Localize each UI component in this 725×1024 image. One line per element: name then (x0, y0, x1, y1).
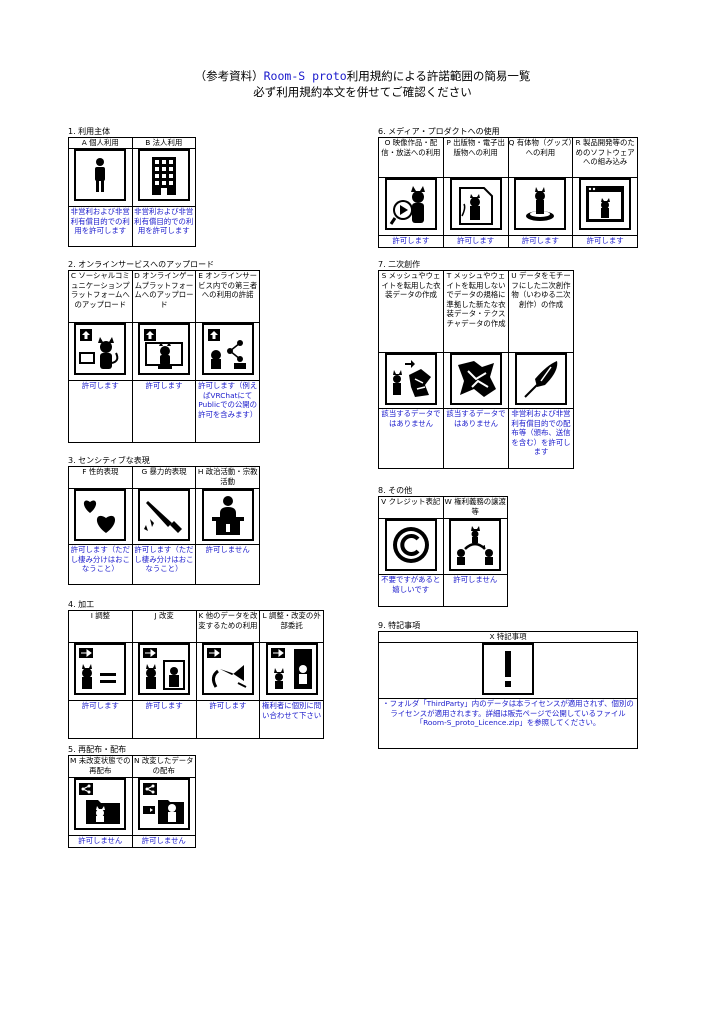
hearts-icon (74, 489, 127, 541)
redistribute-icon (74, 778, 127, 830)
section-label: 3. センシティブな表現 (68, 456, 150, 465)
cell-answer: 該当するデータではありません (378, 408, 444, 469)
cell-head: B 法人利用 (131, 137, 196, 149)
cell-head: C ソーシャルコミュニケーションプラットフォームへのアップロード (68, 270, 133, 323)
cell-head: T メッシュやウェイトを転用しないでデータの規格に準拠した新たな衣装データ・テク… (443, 270, 509, 353)
cell-head: H 政治活動・宗教活動 (195, 466, 260, 489)
cell-head: S メッシュやウェイトを転用した衣装データの作成 (378, 270, 444, 353)
other-data-icon (201, 643, 254, 695)
cell-answer: 権利者に個別に問い合わせて下さい (259, 700, 324, 739)
cell-head: M 未改変状態での再配布 (68, 755, 133, 778)
costume-icon (385, 353, 437, 405)
section-usage-subject: 1. 利用主体 A 個人利用 B 法人利用 (68, 127, 196, 247)
cell-answer: 許可しません (442, 574, 508, 607)
cell-answer: 許可します (195, 700, 261, 739)
modified-distribute-icon (137, 778, 190, 830)
adjust-icon (74, 643, 127, 695)
cell-answer: 非営利および非営利有償目的での配布等（頒布、送信を含む）を許可します (508, 408, 574, 469)
cell-answer: 許可しません (195, 544, 260, 585)
cell-answer: 許可します (131, 700, 197, 739)
cell-answer: 該当するデータではありません (443, 408, 509, 469)
cell-answer: 許可します（ただし棲み分けはおこなうこと） (131, 544, 197, 585)
cell-head: Q 有体物（グッズ）への利用 (507, 137, 574, 178)
section-label: 2. オンラインサービスへのアップロード (68, 260, 215, 269)
cell-answer: 許可します (68, 380, 133, 443)
cell-answer: 許可します (442, 235, 509, 248)
cell-head: I 調整 (68, 610, 133, 643)
cell-head: A 個人利用 (68, 137, 133, 149)
cell-answer: 許可します（ただし棲み分けはおこなうこと） (68, 544, 133, 585)
section-label: 7. 二次創作 (378, 260, 421, 269)
section-derivative-works: 7. 二次創作 S メッシュやウェイトを転用した衣装データの作成 T メッシュや… (378, 260, 574, 469)
cloth-icon (450, 353, 502, 405)
cell-head: P 出版物・電子出版物への利用 (442, 137, 509, 178)
cell-head: L 調整・改変の外部委託 (259, 610, 324, 643)
transfer-icon (449, 519, 502, 571)
person-icon (74, 149, 127, 201)
figure-icon (514, 178, 567, 230)
section-redistribution: 5. 再配布・配布 M 未改変状態での再配布 N 改変したデータの配布 (68, 745, 196, 848)
cell-answer: 許可します (572, 235, 638, 248)
section-label: 1. 利用主体 (68, 127, 111, 136)
cell-answer: 許可しません (68, 835, 133, 848)
publication-icon (449, 178, 502, 230)
knife-icon (137, 489, 190, 541)
cell-answer: 許可しません (131, 835, 196, 848)
section-label: 5. 再配布・配布 (68, 745, 127, 754)
cell-answer: 許可します (507, 235, 574, 248)
section-online-upload: 2. オンラインサービスへのアップロード C ソーシャルコミュニケーションプラッ… (68, 260, 260, 443)
section-label: 8. その他 (378, 486, 413, 495)
cell-head: G 暴力的表現 (131, 466, 197, 489)
video-icon (384, 178, 437, 230)
section-sensitive-expression: 3. センシティブな表現 F 性的表現 G 暴力的表現 H 政治活動・宗教活動 (68, 456, 260, 585)
cell-head: N 改変したデータの配布 (131, 755, 196, 778)
cell-head: F 性的表現 (68, 466, 133, 489)
document-subtitle: 必ず利用規約本文を併せてご確認ください (253, 85, 472, 99)
cell-head: J 改変 (131, 610, 197, 643)
modify-icon (138, 643, 191, 695)
cell-head: W 権利義務の譲渡等 (442, 496, 508, 519)
section-other: 8. その他 V クレジット表記 W 権利義務の譲渡等 (378, 486, 508, 607)
cell-answer: 許可します (378, 235, 444, 248)
section-label: 9. 特記事項 (378, 621, 421, 630)
share-network-icon (201, 323, 254, 375)
cell-answer: 非営利および非営利有償目的での利用を許可します (68, 206, 133, 247)
section-label: 6. メディア・プロダクトへの使用 (378, 127, 500, 136)
cell-head: X 特記事項 (378, 631, 638, 643)
cell-answer: 不要ですがあると嬉しいです (378, 574, 444, 607)
special-note-text: ・フォルダ「ThirdParty」内のデータは本ライセンスが適用されず、個別のラ… (378, 698, 638, 749)
cell-head: R 製品開発等のためのソフトウェアへの組み込み (572, 137, 638, 178)
cell-head: E オンラインサービス内での第三者への利用の許諾 (195, 270, 260, 323)
building-icon (137, 149, 190, 201)
cell-head: K 他のデータを改変するための利用 (195, 610, 261, 643)
game-upload-icon (137, 323, 190, 375)
cell-head: U データをモチーフにした二次創作物（いわゆる二次創作）の作成 (508, 270, 574, 353)
pen-nib-icon (515, 353, 567, 405)
cell-head: O 映像作品・配信・放送への利用 (378, 137, 444, 178)
cell-answer: 許可します (131, 380, 197, 443)
section-media-product: 6. メディア・プロダクトへの使用 O 映像作品・配信・放送への利用 P 出版物… (378, 127, 638, 248)
cell-answer: 非営利および非営利有償目的での利用を許可します (131, 206, 196, 247)
section-modification: 4. 加工 I 調整 J 改変 K 他のデータを改変するための利用 L 調整・改… (68, 600, 324, 739)
outsource-icon (265, 643, 318, 695)
software-icon (579, 178, 632, 230)
cell-answer: 許可します（例えばVRChatにてPublicでの公開の許可を含みます） (195, 380, 260, 443)
cell-head: V クレジット表記 (378, 496, 444, 519)
cell-answer: 許可します (68, 700, 133, 739)
podium-icon (201, 489, 254, 541)
exclamation-icon (482, 643, 534, 695)
social-upload-icon (74, 323, 127, 375)
section-label: 4. 加工 (68, 600, 95, 609)
cell-head: D オンラインゲームプラットフォームへのアップロード (131, 270, 197, 323)
copyright-icon (384, 519, 437, 571)
section-special-notes: 9. 特記事項 X 特記事項 ・フォルダ「ThirdParty」内のデータは本ラ… (378, 621, 638, 749)
document-title: （参考資料）Room-S proto利用規約による許諾範囲の簡易一覧 (194, 69, 531, 83)
